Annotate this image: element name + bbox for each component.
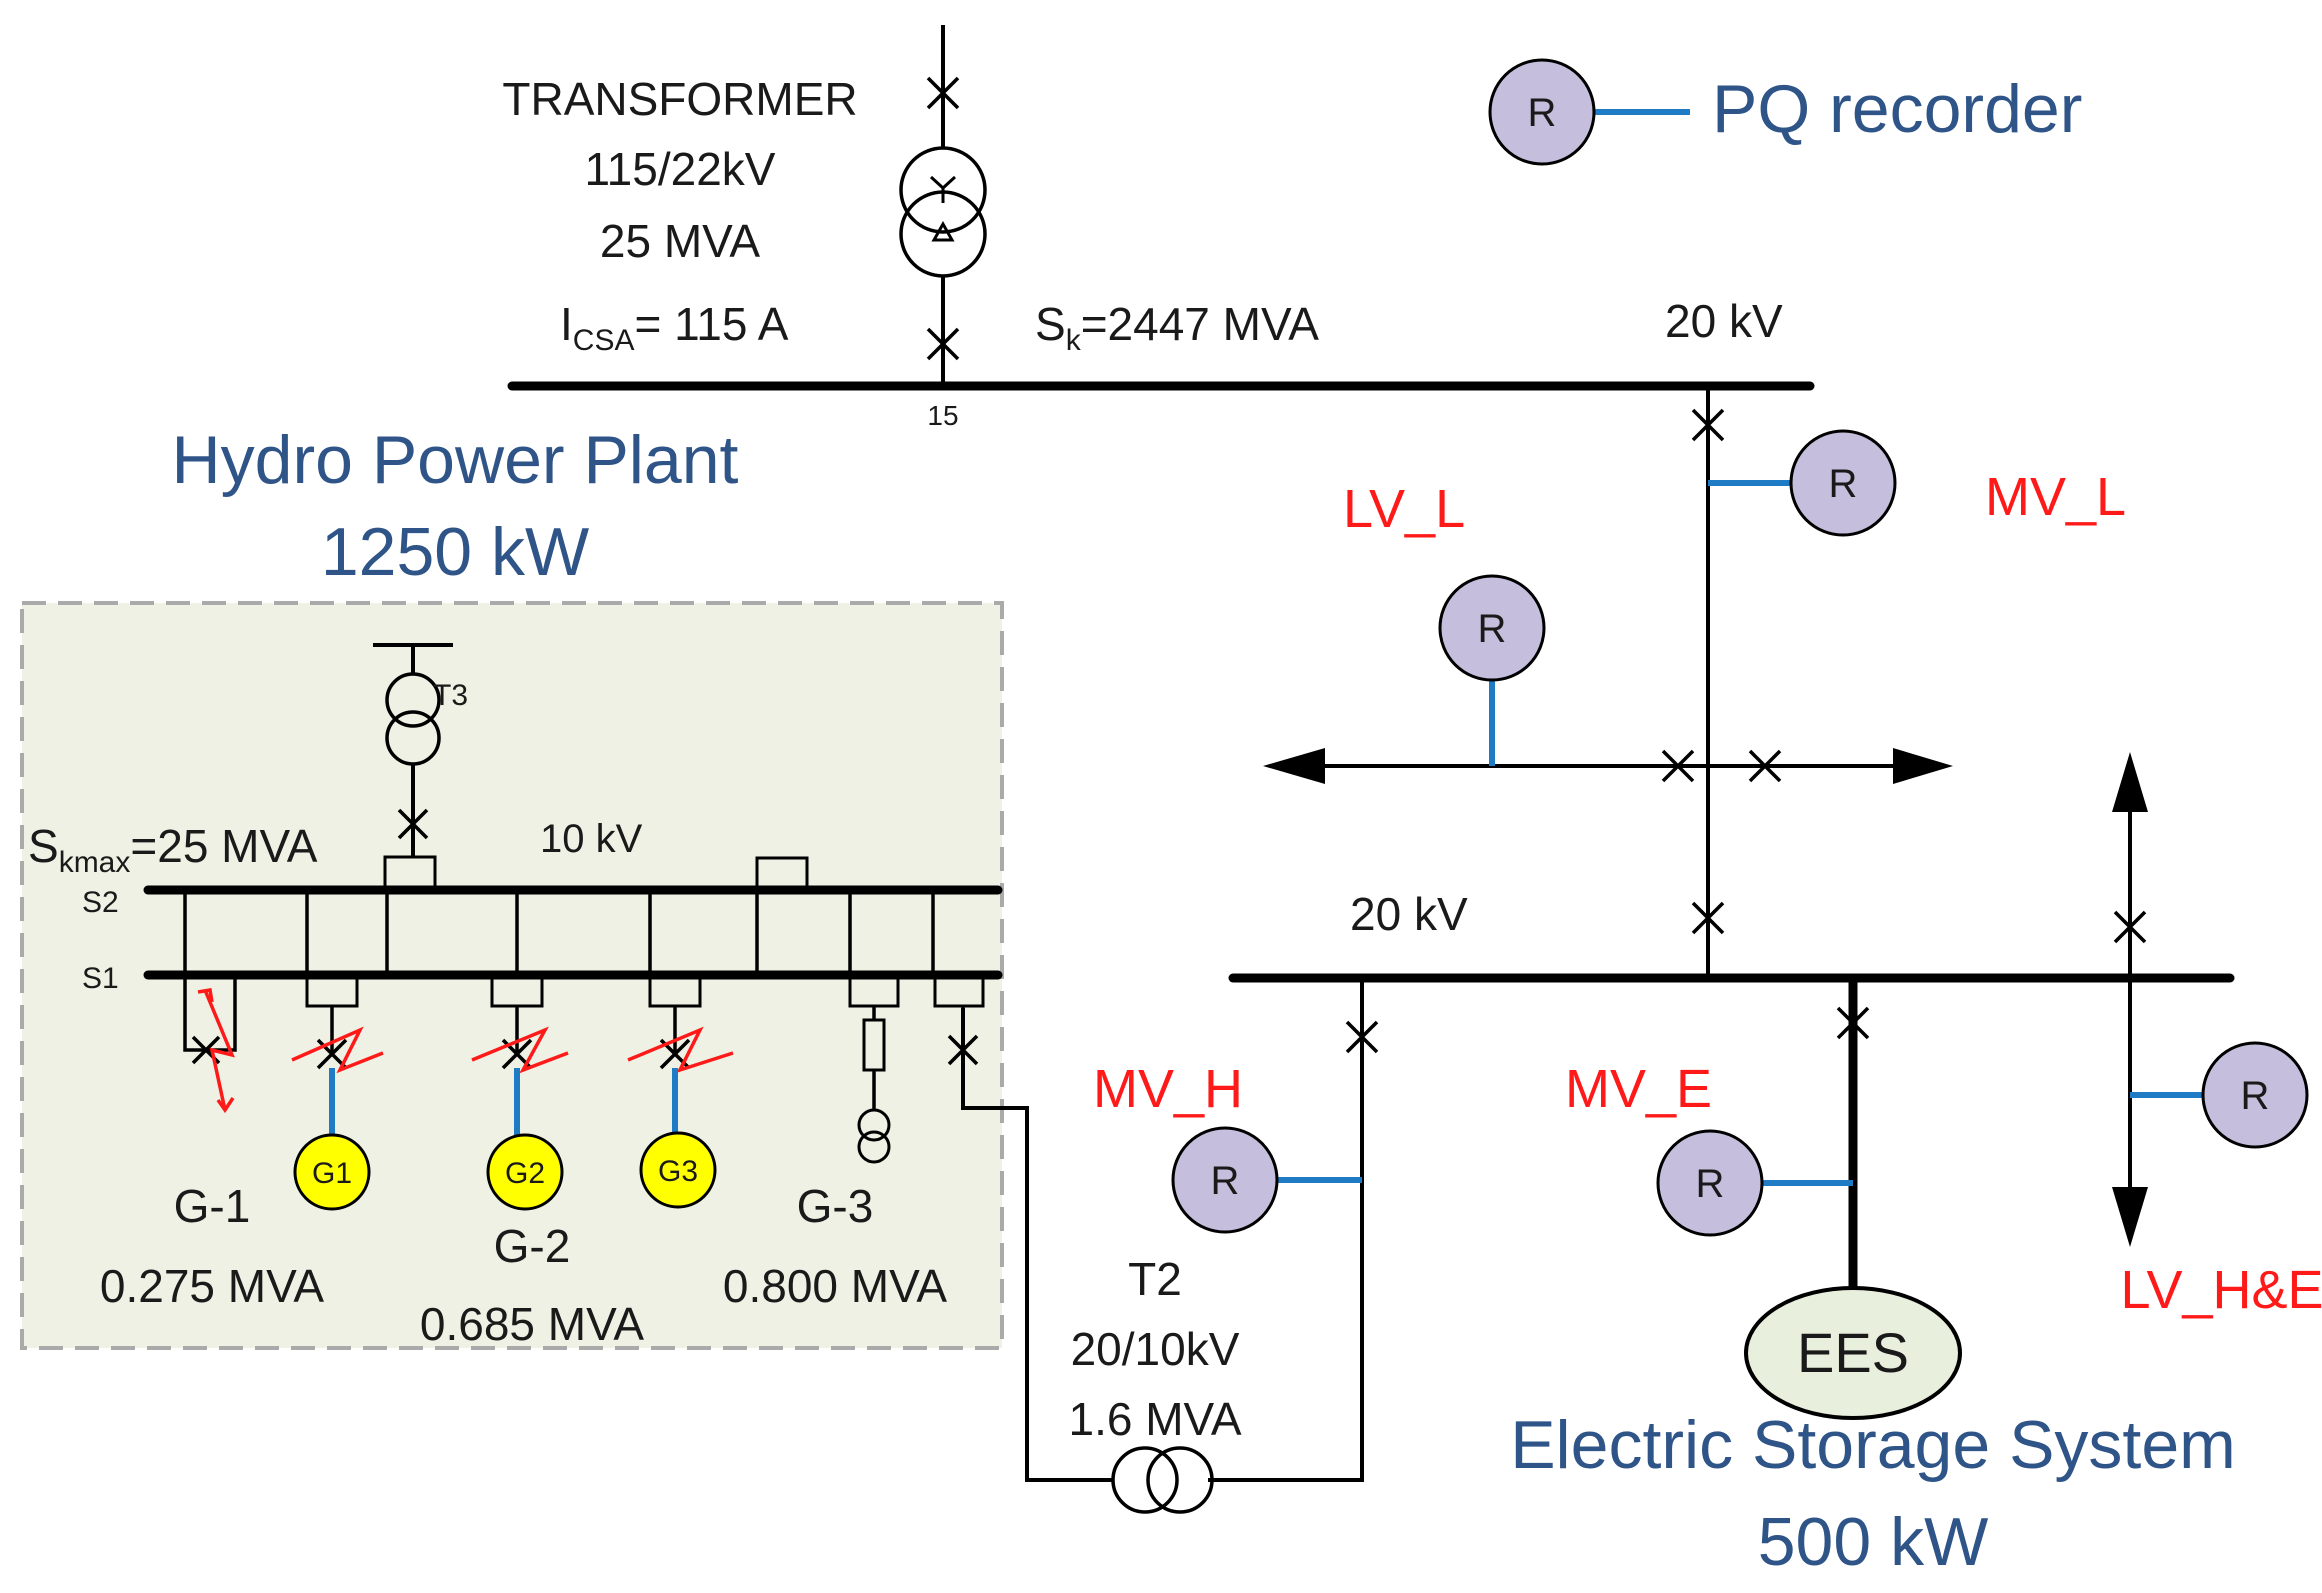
pq-recorder-mv-h: R: [1171, 1126, 1279, 1234]
legend-recorder-symbol: R: [1528, 91, 1557, 135]
breaker-x-icon: [1345, 1020, 1379, 1054]
main-bus-voltage: 20 kV: [1665, 295, 1783, 347]
generator-g3: [639, 1131, 717, 1209]
generator-g3-label: G3: [658, 1155, 698, 1188]
breaker-x-icon: [2113, 910, 2147, 944]
generator-g2: [486, 1133, 564, 1211]
t2-power: 1.6 MVA: [1069, 1393, 1242, 1445]
breaker-x-icon: [1748, 749, 1782, 783]
transformer-title: TRANSFORMER: [502, 73, 857, 125]
pq-recorder-lv-l: R: [1438, 574, 1546, 682]
generator-g2-rating: 0.685 MVA: [420, 1298, 644, 1350]
ees-symbol: [1744, 1286, 1962, 1420]
legend: R PQ recorder: [1488, 58, 2082, 166]
wye-symbol-icon: [929, 175, 957, 203]
legend-recorder-icon: R: [1488, 58, 1596, 166]
fault-bolt-icon: [291, 1026, 384, 1074]
generator-g1-rating: 0.275 MVA: [100, 1260, 324, 1312]
svg-text:R: R: [1211, 1159, 1240, 1203]
aux-transformer-icon: [857, 1130, 891, 1164]
fault-bolt-icon: [203, 989, 235, 1111]
generator-g1-name: G-1: [174, 1180, 251, 1232]
t2-winding-icon: [1146, 1446, 1214, 1514]
arrow-down-icon: [2112, 1187, 2148, 1247]
breaker-x-icon: [947, 1034, 979, 1066]
breaker-x-icon: [1661, 749, 1695, 783]
main-transformer: [899, 25, 987, 388]
breaker-x-icon: [1691, 408, 1725, 442]
arrow-up-icon: [2112, 752, 2148, 812]
ees-symbol-label: EES: [1797, 1321, 1909, 1384]
bus-s2-label: S2: [82, 886, 119, 919]
transformer-winding-icon: [899, 190, 987, 278]
transformer-ratio: 115/22kV: [585, 143, 776, 195]
transformer-power: 25 MVA: [600, 215, 761, 267]
hydro-title: Hydro Power Plant: [172, 422, 739, 498]
breaker-x-icon: [1691, 901, 1725, 935]
bus-s1-label: S1: [82, 962, 119, 995]
main-bus-sk: Sk=2447 MVA: [1035, 298, 1319, 357]
breaker-x-icon: [1836, 1006, 1870, 1040]
t3-label: T3: [433, 679, 468, 712]
transformer-winding-icon: [899, 146, 987, 234]
pq-recorder-mv-e: R: [1656, 1129, 1764, 1237]
t2-name: T2: [1128, 1253, 1182, 1305]
generator-g2-label: G2: [505, 1157, 545, 1190]
label-lv-he: LV_H&E: [2120, 1260, 2322, 1320]
t2-to-hydro-line: [961, 1008, 1113, 1482]
fault-bolt-icon: [627, 1026, 734, 1073]
aux-transformer-icon: [857, 1108, 891, 1142]
generator-g2-name: G-2: [494, 1220, 571, 1272]
label-lv-l: LV_L: [1343, 479, 1465, 539]
fault-bolt-icon: [471, 1026, 569, 1074]
svg-text:R: R: [1829, 462, 1858, 506]
mv-bus-voltage: 20 kV: [1350, 888, 1468, 940]
ees-power: 500 kW: [1758, 1504, 1989, 1580]
generator-g3-name: G-3: [797, 1180, 874, 1232]
generator-g1-label: G1: [312, 1157, 352, 1190]
svg-text:R: R: [1696, 1162, 1725, 1206]
generator-g1: [293, 1133, 371, 1211]
hydro-skmax: Skmax=25 MVA: [28, 820, 318, 879]
t2-winding-icon: [1111, 1446, 1179, 1514]
legend-label: PQ recorder: [1712, 71, 2082, 147]
pq-recorder-mv-l: R: [1789, 429, 1897, 537]
svg-text:R: R: [2241, 1074, 2270, 1118]
pq-recorder-lv-he: R: [2201, 1041, 2309, 1149]
label-mv-h: MV_H: [1093, 1059, 1243, 1119]
t3-winding-icon: [385, 672, 441, 728]
mv-h-feeder: [1208, 978, 1364, 1482]
arrow-right-icon: [1893, 748, 1953, 784]
label-mv-l: MV_L: [1985, 467, 2126, 527]
hydro-voltage: 10 kV: [540, 817, 643, 861]
breaker-x-icon: [926, 76, 960, 110]
hydro-power: 1250 kW: [321, 514, 589, 590]
generator-g3-rating: 0.800 MVA: [723, 1260, 947, 1312]
label-mv-e: MV_E: [1565, 1059, 1712, 1119]
breaker-x-icon: [926, 327, 960, 361]
node-number: 15: [927, 400, 958, 431]
svg-text:R: R: [1478, 607, 1507, 651]
transformer-icsa: ICSA= 115 A: [560, 298, 789, 357]
arrow-left-icon: [1263, 748, 1325, 784]
ees-title: Electric Storage System: [1510, 1407, 2236, 1483]
t2-ratio: 20/10kV: [1071, 1323, 1240, 1375]
bus-couplers: [183, 890, 935, 975]
breaker-x-icon: [397, 808, 429, 840]
delta-symbol-icon: [931, 220, 955, 242]
